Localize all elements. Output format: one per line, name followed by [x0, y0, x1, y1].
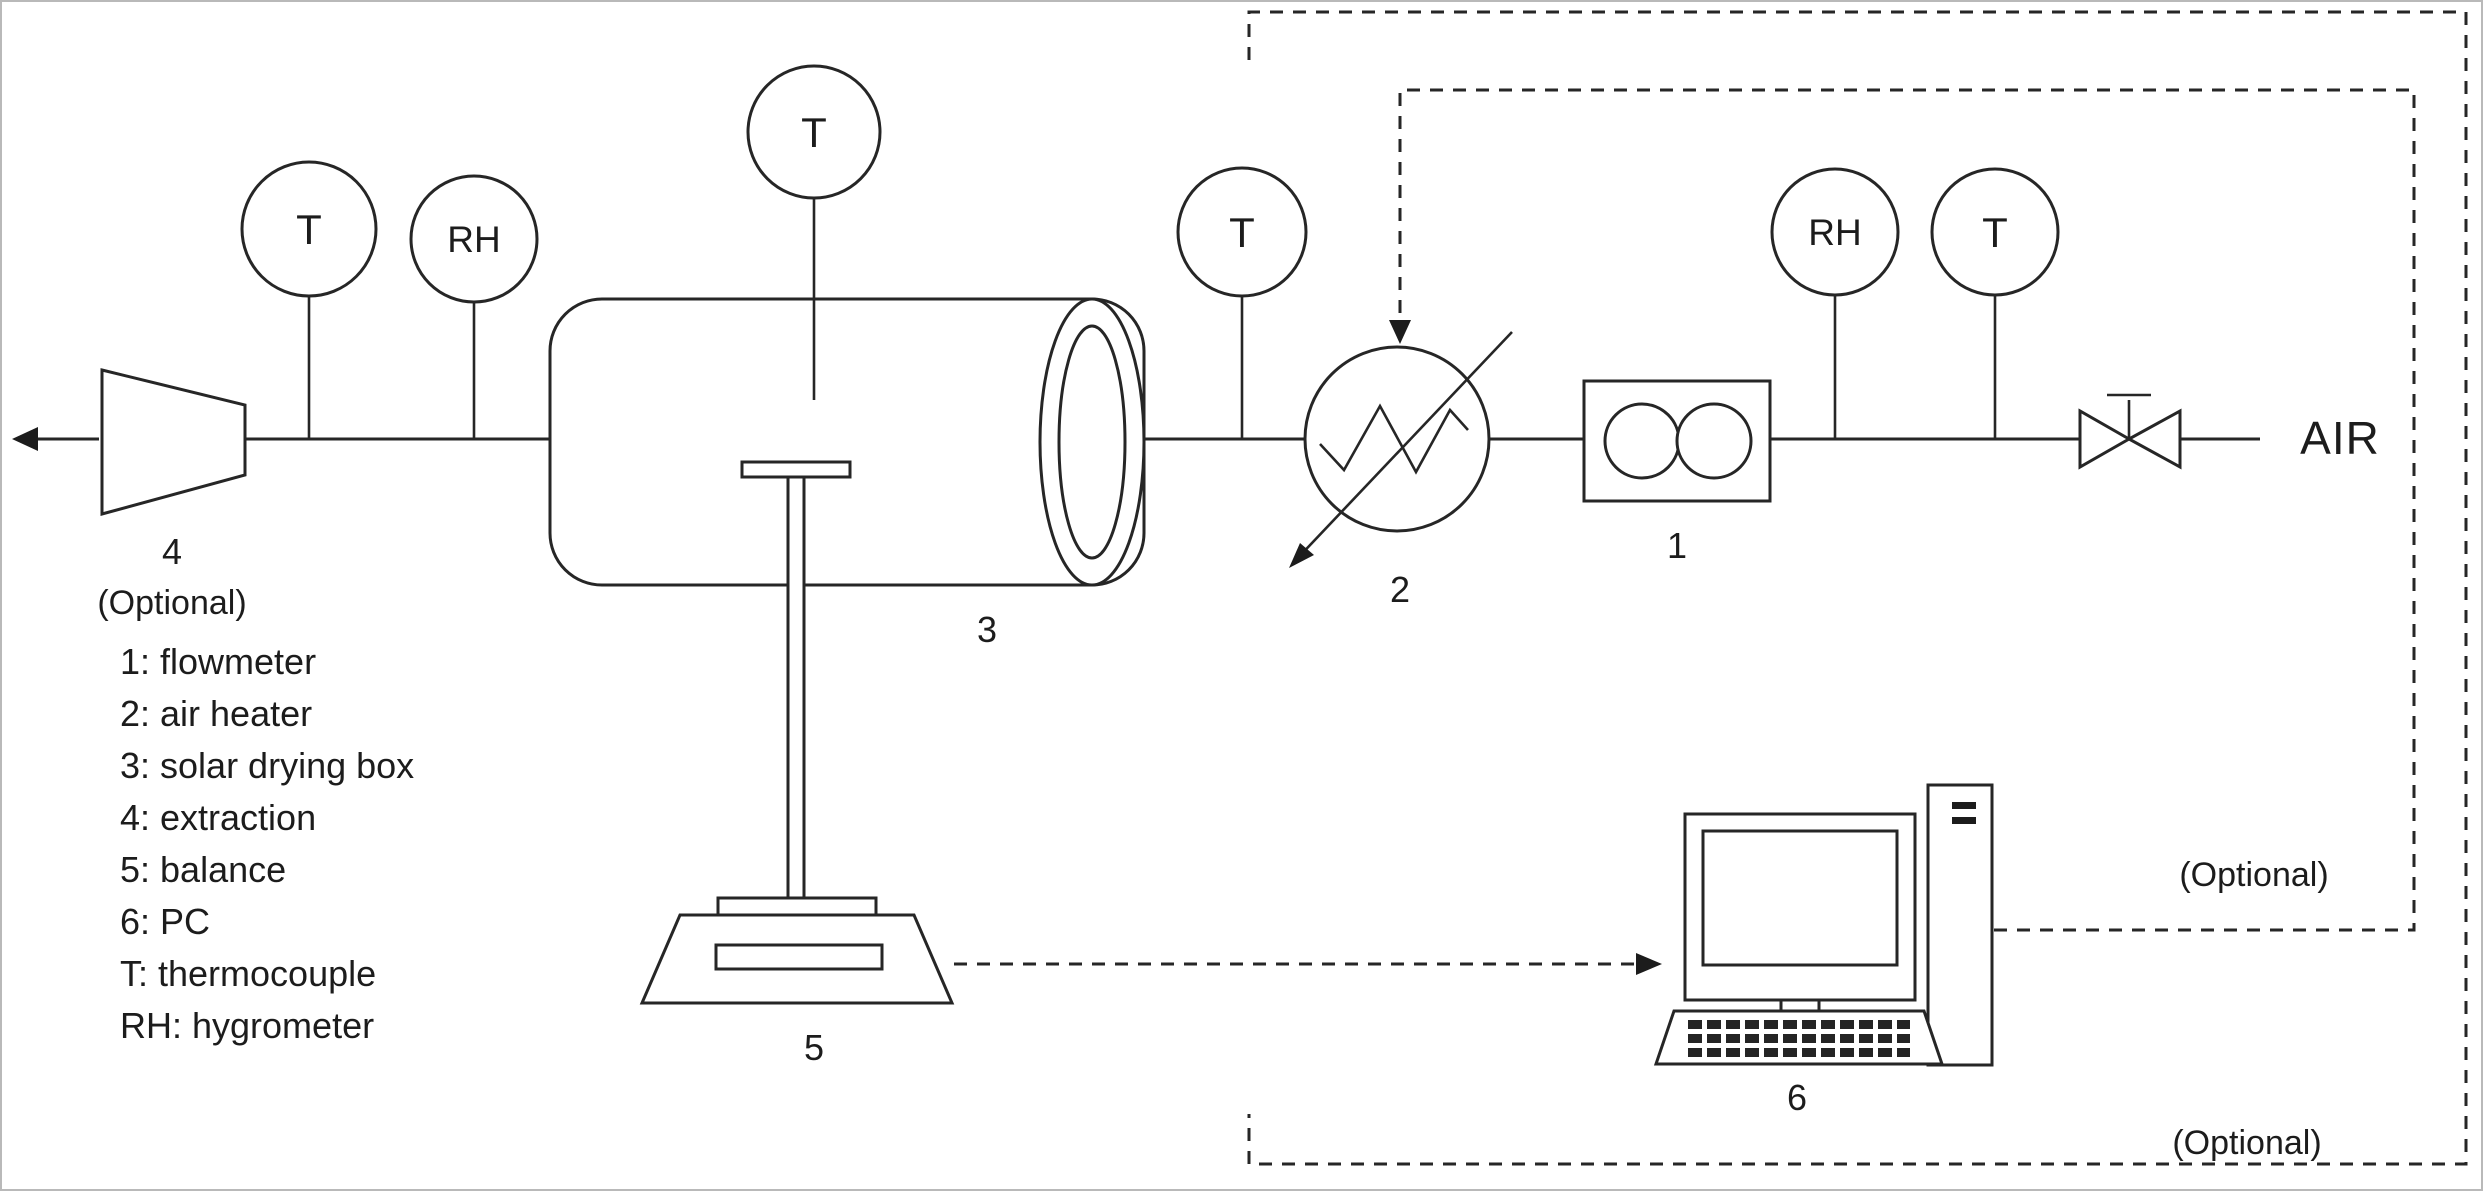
thermocouple-label: T: [1982, 209, 2008, 256]
thermocouple-inlet: T: [1930, 167, 2060, 439]
hygrometer-exit: RH: [409, 174, 539, 439]
pc-tower-drive-icon: [1952, 802, 1976, 809]
air-label: AIR: [2300, 412, 2380, 464]
hygrometer-inlet: RH: [1770, 167, 1900, 439]
arrow-down-icon: [1389, 320, 1411, 344]
legend-item: 4: extraction: [120, 797, 316, 838]
hygrometer-label: RH: [447, 219, 500, 260]
thermocouple-label: T: [801, 109, 827, 156]
outer-optional-line: [1247, 10, 2468, 1166]
balance: [639, 896, 955, 1005]
box-end-cap-inner: [1057, 324, 1127, 560]
legend-item: 2: air heater: [120, 693, 312, 734]
legend-item: T: thermocouple: [120, 953, 376, 994]
pc-screen: [1701, 829, 1899, 967]
thermocouple-box: T: [746, 64, 882, 400]
legend-item: 6: PC: [120, 901, 210, 942]
optional-label-extraction: (Optional): [97, 584, 246, 622]
component-label-heater: 2: [1390, 569, 1410, 610]
component-label-box: 3: [977, 609, 997, 650]
legend-item: RH: hygrometer: [120, 1005, 374, 1046]
legend: 1: flowmeter 2: air heater 3: solar dryi…: [120, 641, 414, 1046]
arrow-diagonal-icon: [1289, 543, 1314, 568]
component-label-balance: 5: [804, 1027, 824, 1068]
arrow-left-icon: [12, 427, 38, 451]
heating-element-icon: [1319, 403, 1469, 475]
heater-control-line: [1389, 88, 2416, 932]
balance-signal-line: [954, 953, 1662, 975]
component-label-extraction: 4: [162, 531, 182, 572]
pc-tower-drive-icon: [1952, 817, 1976, 824]
legend-item: 1: flowmeter: [120, 641, 316, 682]
pc-keyboard-keys: [1686, 1018, 1910, 1058]
optional-label-heater-loop: (Optional): [2179, 856, 2328, 894]
optional-label-outer-loop: (Optional): [2172, 1124, 2321, 1162]
pc-tower: [1926, 783, 1994, 1067]
thermocouple-label: T: [1229, 209, 1255, 256]
legend-item: 5: balance: [120, 849, 286, 890]
flowmeter: [1582, 379, 1772, 503]
extraction-fan: [12, 368, 247, 516]
thermocouple-exit: T: [240, 160, 378, 439]
support-rod: [786, 475, 806, 903]
air-heater: [1289, 331, 1513, 568]
pc-monitor-stand: [1779, 998, 1821, 1013]
thermocouple-mid: T: [1176, 166, 1308, 439]
component-label-flowmeter: 1: [1667, 525, 1687, 566]
pc: [1653, 783, 1994, 1067]
thermocouple-label: T: [296, 206, 322, 253]
legend-item: 3: solar drying box: [120, 745, 414, 786]
solar-drying-box: [548, 297, 1146, 587]
sample-tray: [740, 460, 852, 479]
component-label-pc: 6: [1787, 1077, 1807, 1118]
hygrometer-label: RH: [1808, 212, 1861, 253]
air-valve: [2078, 393, 2182, 470]
arrow-right-icon: [1636, 953, 1662, 975]
